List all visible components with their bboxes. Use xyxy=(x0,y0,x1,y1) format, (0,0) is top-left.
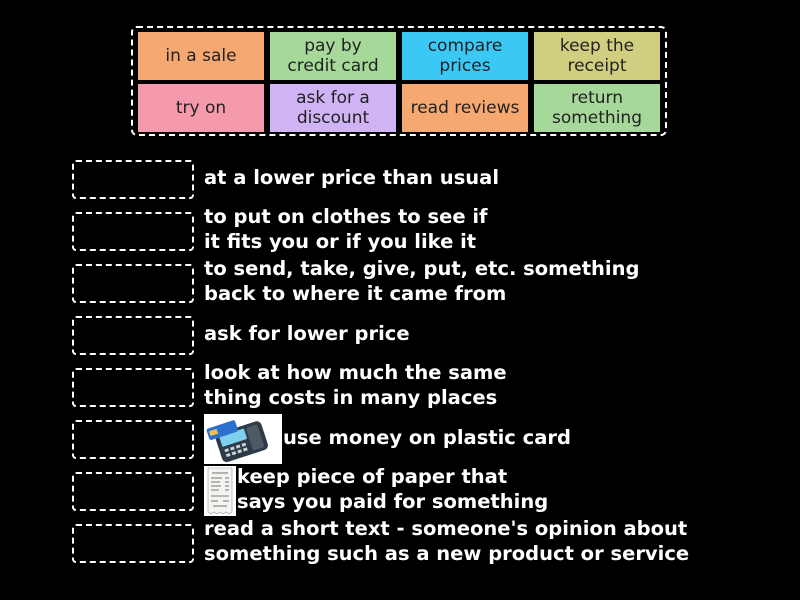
receipt-icon xyxy=(204,466,236,516)
tile-try-on[interactable]: try on xyxy=(138,84,264,132)
tile-label: read reviews xyxy=(410,98,520,118)
tile-read-reviews[interactable]: read reviews xyxy=(402,84,528,132)
definition-6: use money on plastic card xyxy=(283,426,571,449)
drop-slot-6[interactable] xyxy=(72,420,194,459)
drop-slot-4[interactable] xyxy=(72,316,194,355)
drop-slot-2[interactable] xyxy=(72,212,194,251)
drop-slot-8[interactable] xyxy=(72,524,194,563)
tile-in-a-sale[interactable]: in a sale xyxy=(138,32,264,80)
word-bank xyxy=(131,26,667,136)
card-terminal-image xyxy=(204,414,282,464)
drop-slot-5[interactable] xyxy=(72,368,194,407)
drop-slot-1[interactable] xyxy=(72,160,194,199)
tile-label: try on xyxy=(175,98,227,118)
card-terminal-icon xyxy=(204,414,282,464)
definition-1: at a lower price than usual xyxy=(204,166,500,189)
receipt-image xyxy=(204,466,236,516)
definition-4: ask for lower price xyxy=(204,322,410,345)
drop-slot-7[interactable] xyxy=(72,472,194,511)
definition-8: read a short text - someone's opinion ab… xyxy=(204,517,690,565)
definition-3: to send, take, give, put, etc. something… xyxy=(204,257,640,305)
drop-slot-3[interactable] xyxy=(72,264,194,303)
tile-label: in a sale xyxy=(165,46,237,66)
